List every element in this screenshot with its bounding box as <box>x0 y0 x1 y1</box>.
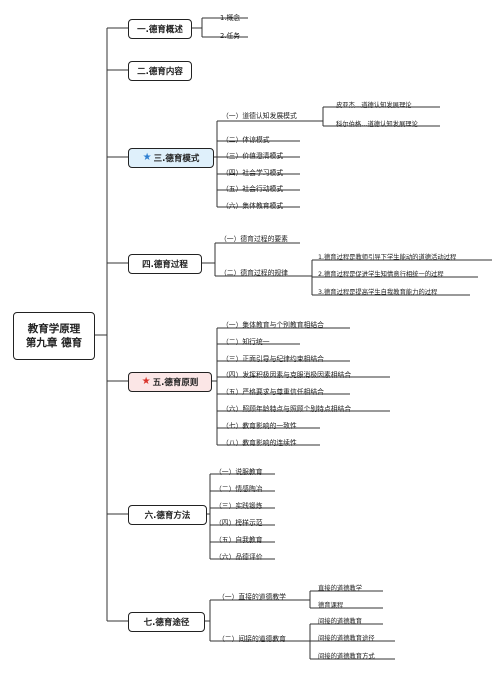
indirect-method: 间接的道德教育方式 <box>318 653 375 660</box>
principle-3: （三）正面引导与纪律约束相结合 <box>222 355 324 363</box>
principle-4: （四）发挥积极因素与克服消极因素相结合 <box>222 371 352 379</box>
model-social-learning: （四）社会学习模式 <box>222 169 284 177</box>
process-laws: （二）德育过程的规律 <box>220 269 288 277</box>
indirect-education: 间接的道德教育 <box>318 618 363 625</box>
root-title: 教育学原理 <box>27 323 81 335</box>
method-practice: （三）实践锻炼 <box>215 502 263 510</box>
law-2: 2.德育过程是促进学生知情意行相统一的过程 <box>318 271 444 278</box>
node-moral-education-process: 四.德育过程 <box>128 254 202 274</box>
pathway-direct: （一）直接的道德教学 <box>218 593 286 601</box>
root-subtitle: 第九章 德育 <box>25 337 83 349</box>
theory-piaget: 皮亚杰…道德认知发展理论 <box>336 102 412 109</box>
principle-8: （八）教育影响的连续性 <box>222 439 297 447</box>
star-icon: ★ <box>142 152 152 163</box>
method-role-model: （四）榜样示范 <box>215 519 263 527</box>
node-moral-education-content: 二.德育内容 <box>128 61 192 81</box>
leaf-concept: 1.概念 <box>220 14 241 22</box>
principle-2: （二）知行统一 <box>222 338 270 346</box>
moral-curriculum: 德育课程 <box>318 602 344 609</box>
node-moral-education-overview: 一.德育概述 <box>128 19 192 39</box>
law-3: 3.德育过程是提高学生自我教育能力的过程 <box>318 289 438 296</box>
indirect-pathway: 间接的道德教育途径 <box>318 635 375 642</box>
model-cognitive: （一）道德认知发展模式 <box>222 112 297 120</box>
root-node: 教育学原理 第九章 德育 <box>13 312 95 360</box>
model-values-clarification: （三）价值澄清模式 <box>222 152 284 160</box>
principle-7: （七）教育影响的一致性 <box>222 422 297 430</box>
method-self-education: （五）自我教育 <box>215 536 263 544</box>
node-moral-education-pathways: 七.德育途径 <box>128 612 205 632</box>
method-persuasion: （一）说服教育 <box>215 468 263 476</box>
node-moral-education-models: ★ 三.德育模式 <box>128 148 214 168</box>
principle-6: （六）照顾年龄特点与照顾个别特点相结合 <box>222 405 352 413</box>
law-1: 1.德育过程是教师引导下学生能动的道德活动过程 <box>318 254 457 261</box>
node-moral-education-methods: 六.德育方法 <box>128 505 207 525</box>
theory-kohlberg: 科尔伯格…道德认知发展理论 <box>336 121 418 128</box>
principle-1: （一）集体教育与个别教育相结合 <box>222 321 324 329</box>
direct-teaching: 直接的道德教学 <box>318 585 363 592</box>
model-collective: （六）集体教育模式 <box>222 202 284 210</box>
principle-5: （五）严格要求与尊重信任相结合 <box>222 388 324 396</box>
model-consideration: （二）体谅模式 <box>222 136 270 144</box>
method-emotional-cultivation: （二）情感陶冶 <box>215 485 263 493</box>
method-evaluation: （六）品德评价 <box>215 553 263 561</box>
leaf-task: 2.任务 <box>220 32 241 40</box>
node-moral-education-principles: ★ 五.德育原则 <box>128 372 212 392</box>
process-elements: （一）德育过程的要素 <box>220 235 288 243</box>
pathway-indirect: （二）间接的道德教育 <box>218 635 286 643</box>
model-social-action: （五）社会行动模式 <box>222 185 284 193</box>
star-icon: ★ <box>141 376 151 387</box>
